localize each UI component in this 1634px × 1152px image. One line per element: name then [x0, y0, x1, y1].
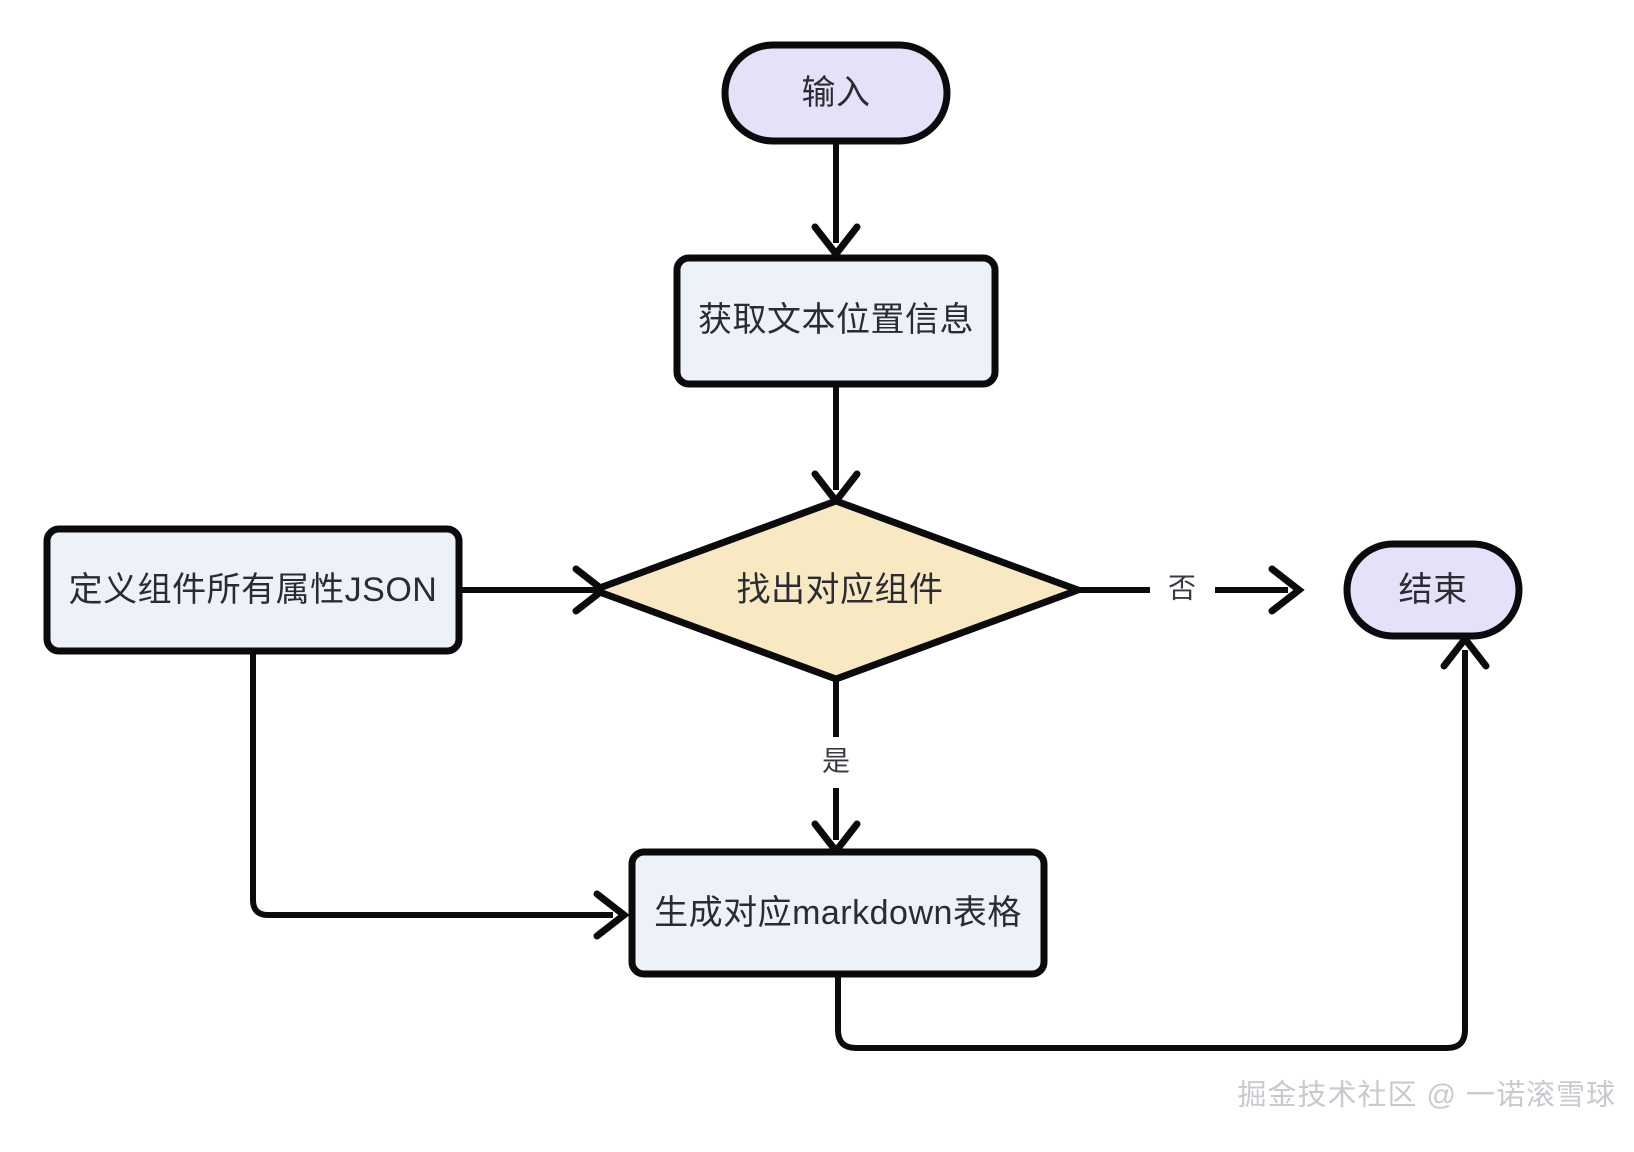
edge-line: [250, 651, 613, 918]
edge-layer: 否 是: [250, 141, 1490, 1051]
node-get-text-pos-label: 获取文本位置信息: [698, 301, 974, 339]
node-define-props-json[interactable]: 定义组件所有属性JSON: [43, 525, 463, 655]
node-end-shape[interactable]: [1343, 540, 1523, 640]
node-define-props-json-shape[interactable]: [43, 525, 463, 655]
node-end-label: 结束: [1399, 571, 1468, 609]
arrowhead-icon: [593, 890, 630, 940]
node-start[interactable]: 输入: [721, 41, 951, 145]
node-define-props-json-label: 定义组件所有属性JSON: [69, 571, 438, 609]
edge-line: [835, 650, 1468, 1051]
node-find-component-label: 找出对应组件: [737, 571, 944, 609]
arrowhead-icon: [1268, 565, 1305, 615]
node-find-component[interactable]: 找出对应组件: [590, 497, 1082, 683]
edge-find-component-to-gen-markdown: 是: [811, 680, 861, 857]
node-gen-markdown[interactable]: 生成对应markdown表格: [628, 848, 1048, 978]
node-start-shape[interactable]: [721, 41, 951, 145]
watermark: 掘金技术社区 @ 一诺滚雪球: [1237, 1079, 1616, 1112]
edge-get-text-pos-to-find-component: [811, 384, 861, 507]
node-get-text-pos-shape[interactable]: [673, 254, 999, 388]
node-end[interactable]: 结束: [1343, 540, 1523, 640]
edge-define-props-to-find-component: [459, 565, 609, 615]
edge-define-props-to-gen-markdown: [250, 651, 630, 940]
node-layer: 输入 获取文本位置信息 找出对应组件 定义组件所有属性JSON 结束: [43, 41, 1523, 978]
node-gen-markdown-label: 生成对应markdown表格: [654, 894, 1022, 932]
edge-label-no: 否: [1168, 572, 1196, 603]
edge-gen-markdown-to-end: [835, 633, 1490, 1051]
edge-start-to-get-text-pos: [811, 141, 861, 260]
node-start-label: 输入: [802, 74, 871, 112]
node-find-component-shape[interactable]: [590, 497, 1082, 683]
edge-find-component-to-end: 否: [1078, 565, 1305, 615]
node-gen-markdown-shape[interactable]: [628, 848, 1048, 978]
edge-label-yes: 是: [822, 745, 850, 776]
arrowhead-icon: [811, 223, 861, 260]
node-get-text-pos[interactable]: 获取文本位置信息: [673, 254, 999, 388]
